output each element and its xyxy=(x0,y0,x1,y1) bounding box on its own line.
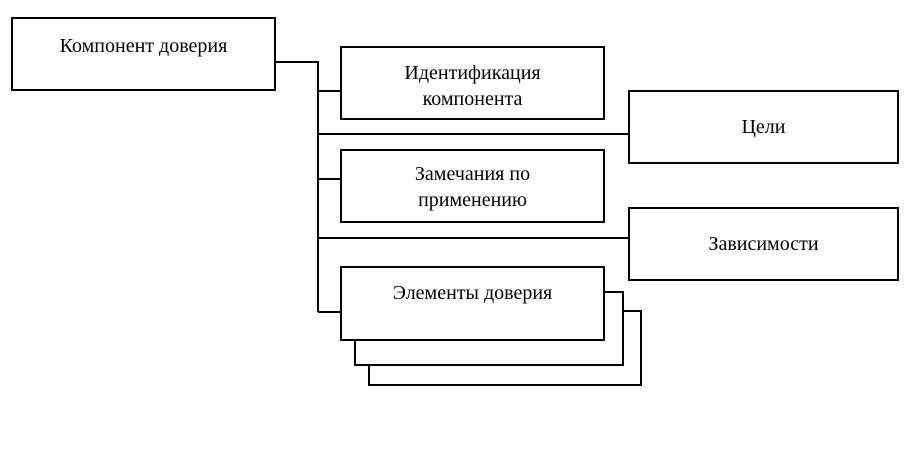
connector-root-to-trunk xyxy=(275,61,319,312)
identification-box-label: Идентификация компонента xyxy=(404,62,541,110)
application-notes-box-label: Замечания по применению xyxy=(414,163,531,211)
identification-box: Идентификация компонента xyxy=(340,46,605,120)
elements-box: Элементы доверия xyxy=(340,266,605,341)
application-notes-box: Замечания по применению xyxy=(340,149,605,223)
objectives-box: Цели xyxy=(628,90,899,164)
root-box: Компонент доверия xyxy=(11,17,276,91)
dependencies-box: Зависимости xyxy=(628,207,899,281)
objectives-box-label: Цели xyxy=(741,116,786,138)
elements-box-label: Элементы доверия xyxy=(392,282,553,304)
root-box-label: Компонент доверия xyxy=(59,35,228,57)
dependencies-box-label: Зависимости xyxy=(708,233,819,255)
